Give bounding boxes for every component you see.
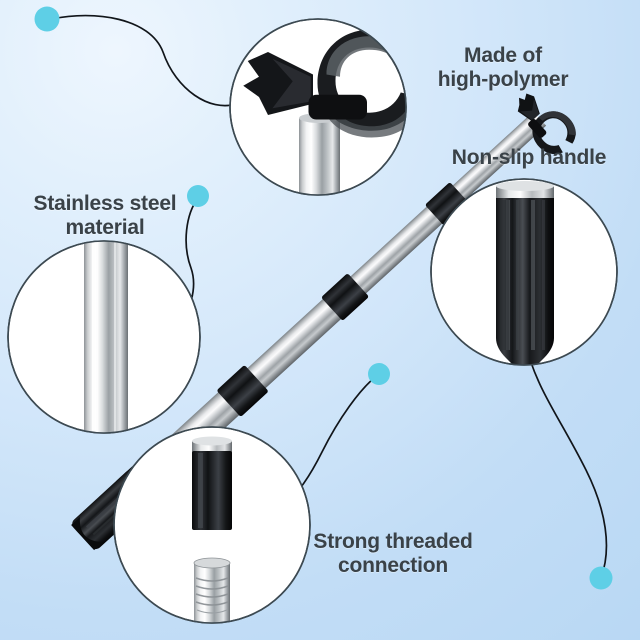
anchor-dot-polymer[interactable] bbox=[34, 6, 60, 32]
magnifier-steel-content bbox=[84, 241, 128, 433]
magnifier-handle-content bbox=[496, 181, 554, 365]
anchor-dot-thread[interactable] bbox=[368, 363, 390, 385]
pole-segment-3 bbox=[231, 281, 361, 403]
anchor-dot-steel[interactable] bbox=[187, 185, 209, 207]
magnifier-polymer bbox=[229, 18, 407, 196]
callout-label-handle: Non-slip handle bbox=[451, 146, 607, 169]
polymer-hook-head bbox=[517, 93, 576, 155]
callout-label-polymer: Made of high-polymer bbox=[437, 44, 569, 91]
pole-collar-2 bbox=[322, 274, 369, 320]
thread-grooves bbox=[195, 577, 229, 606]
magnifier-steel bbox=[7, 240, 201, 434]
pole-collar-3 bbox=[217, 365, 268, 417]
magnifier-thread-content bbox=[192, 436, 232, 623]
anchor-dot-handle[interactable] bbox=[589, 566, 613, 590]
pole-collar-1 bbox=[425, 183, 468, 225]
anchor-dots bbox=[34, 6, 613, 590]
pole-segment-2 bbox=[334, 189, 461, 309]
leader-line-polymer bbox=[51, 14, 237, 107]
pole-segment-1 bbox=[437, 111, 547, 214]
callout-label-thread: Strong threaded connection bbox=[313, 530, 473, 577]
magnifier-handle bbox=[430, 178, 618, 366]
callout-label-steel: Stainless steel material bbox=[33, 192, 177, 239]
magnifier-thread bbox=[113, 426, 311, 624]
